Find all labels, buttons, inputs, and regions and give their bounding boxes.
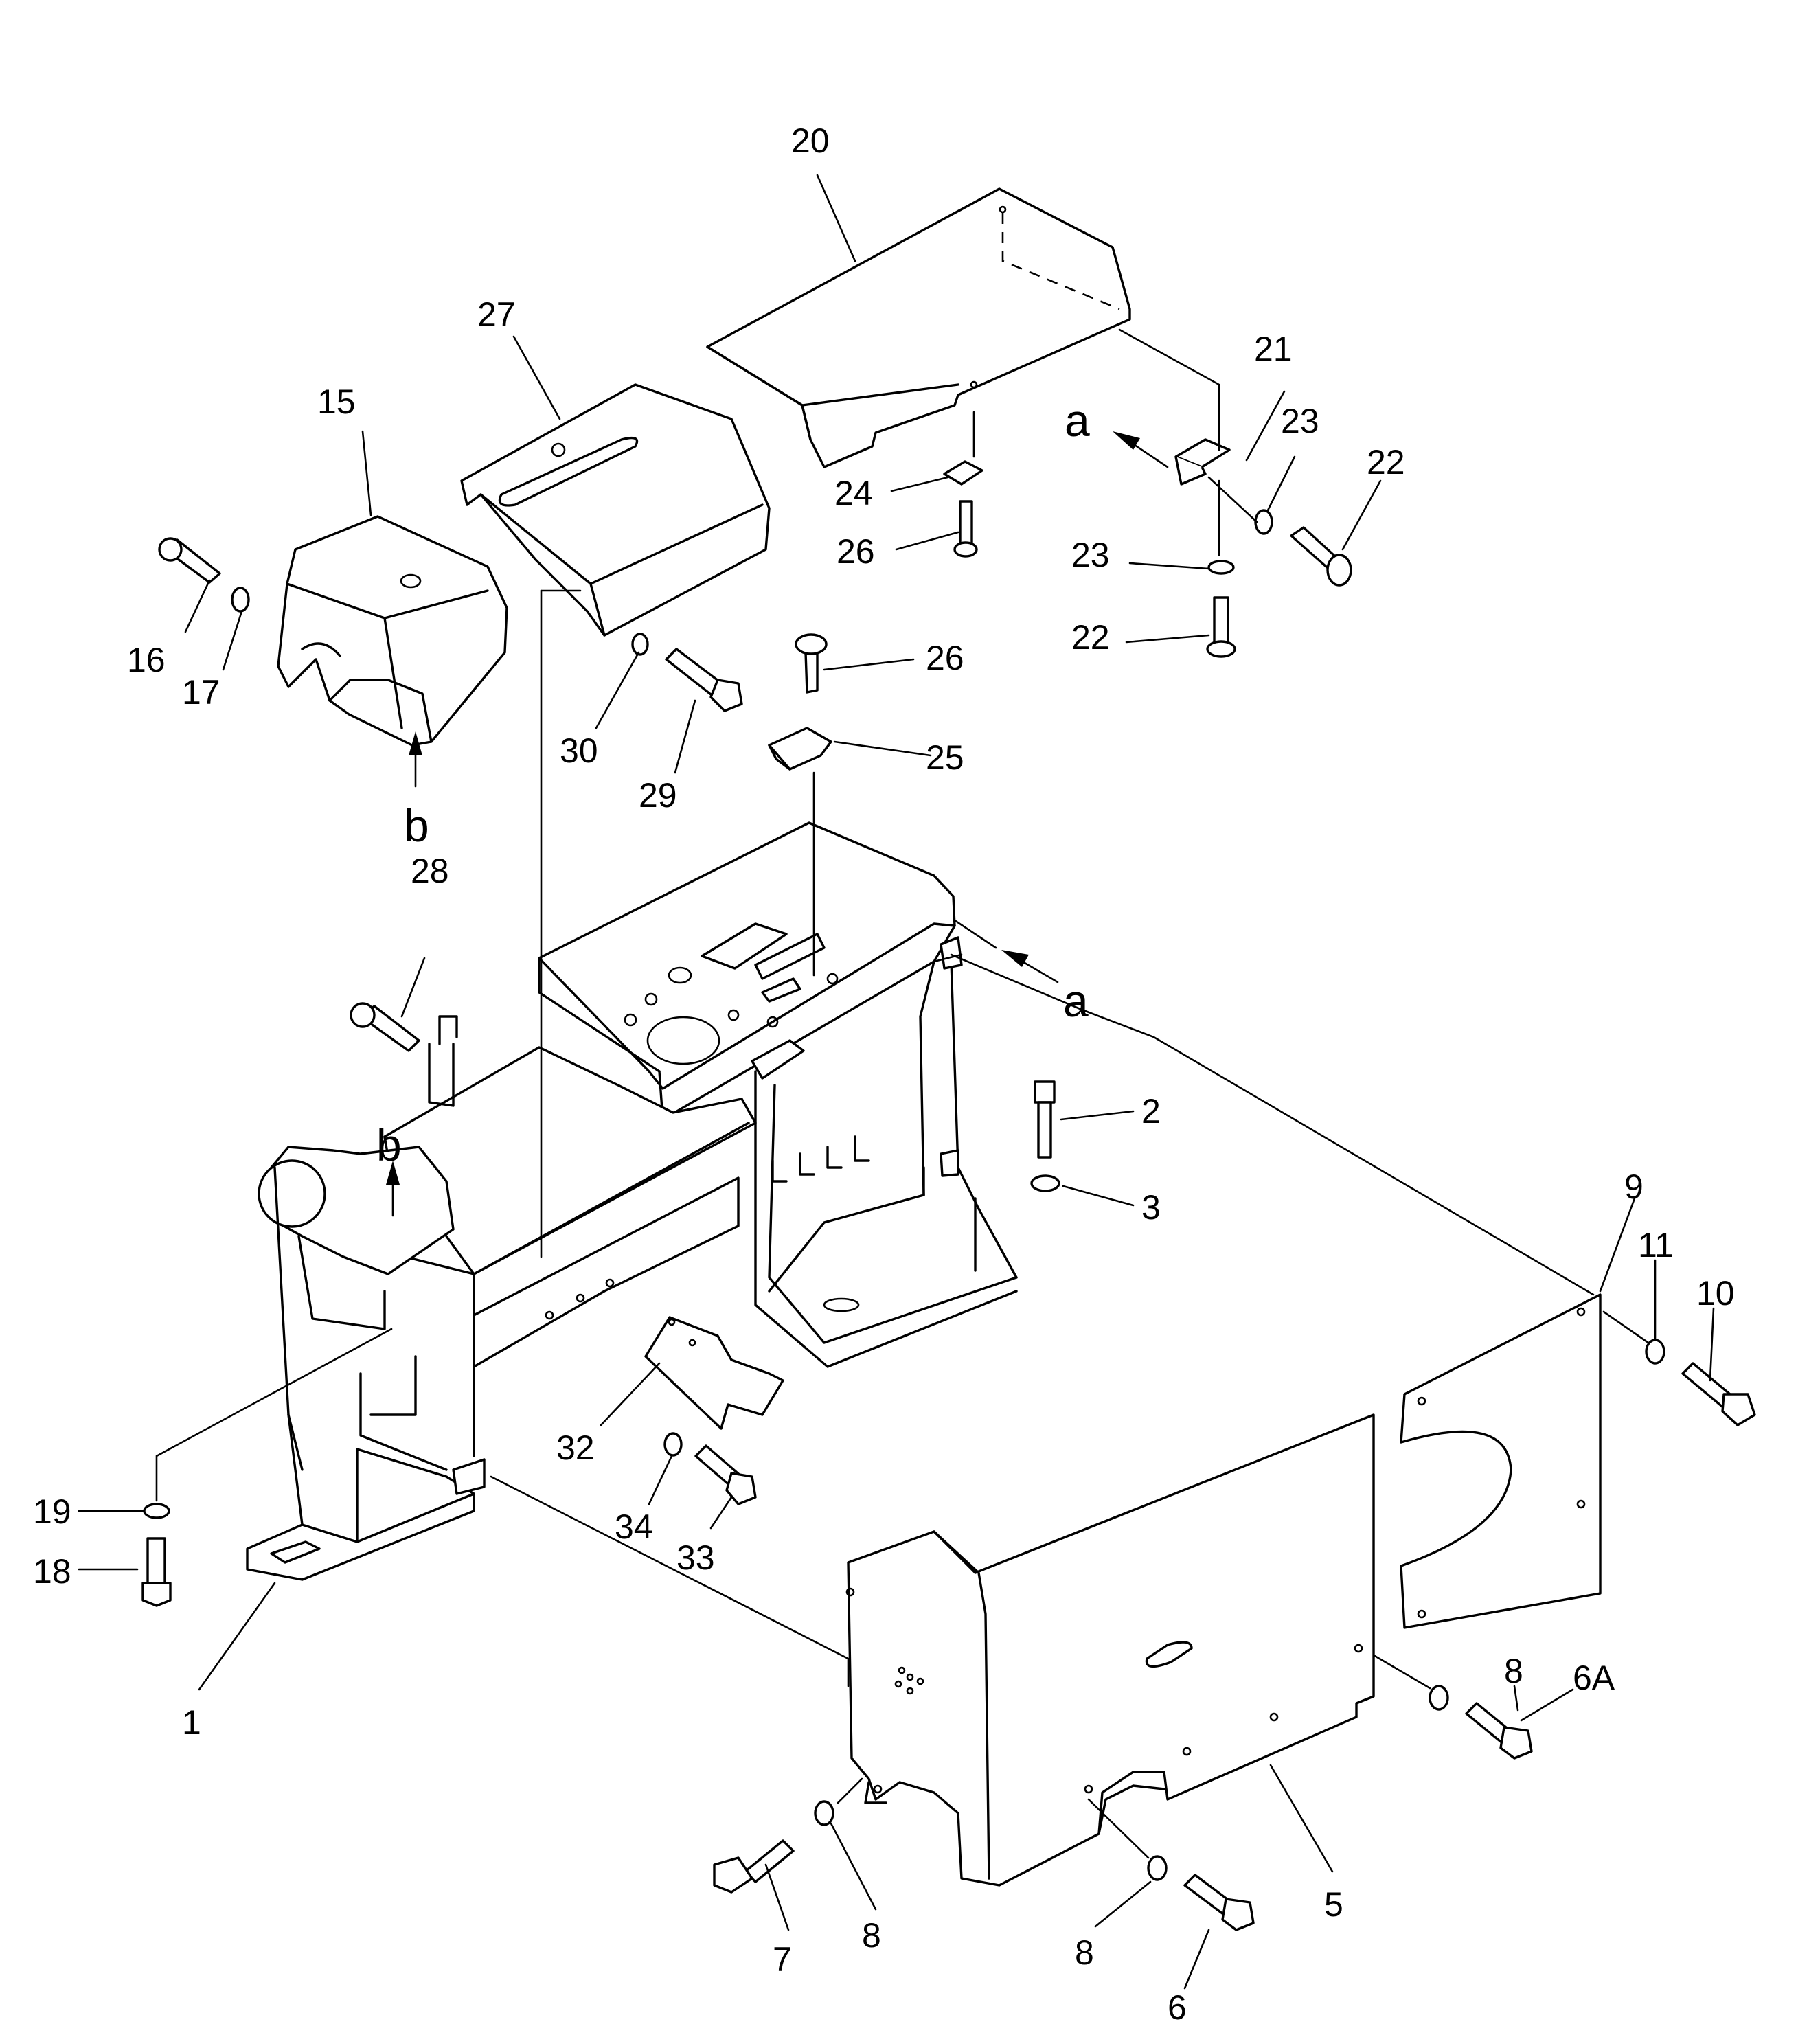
label-1: 1 (182, 1703, 201, 1742)
plate-part-24 (943, 460, 983, 486)
label-32: 32 (556, 1429, 595, 1467)
label-23-right: 23 (1281, 402, 1319, 440)
label-9: 9 (1624, 1168, 1643, 1206)
label-22-right: 22 (1367, 443, 1405, 481)
cover-part-27 (460, 383, 771, 637)
frame-part-1 (246, 821, 1018, 1581)
label-17: 17 (182, 673, 220, 712)
view-mark-b-frame: b (376, 1119, 402, 1170)
part-labels: 20 27 15 16 17 28 21 23 22 23 22 24 26 2… (33, 122, 1735, 2024)
label-10: 10 (1696, 1274, 1735, 1312)
label-29: 29 (639, 776, 677, 815)
bracket-part-25 (768, 727, 832, 771)
label-19: 19 (33, 1492, 71, 1531)
view-mark-b-cover: b (404, 800, 429, 851)
label-8-left: 8 (862, 1916, 881, 1955)
label-22-lower: 22 (1071, 618, 1110, 657)
label-15: 15 (317, 383, 356, 421)
label-27: 27 (477, 295, 516, 334)
view-mark-a-top: a (1065, 395, 1090, 446)
label-2: 2 (1141, 1092, 1161, 1130)
label-34: 34 (615, 1508, 653, 1546)
cover-part-5 (845, 1413, 1375, 1887)
label-25: 25 (926, 738, 964, 777)
label-6: 6 (1168, 1988, 1187, 2024)
label-8-lower: 8 (1075, 1933, 1094, 1972)
label-7: 7 (773, 1940, 792, 1979)
label-26-lower: 26 (837, 532, 875, 571)
label-21: 21 (1254, 330, 1293, 368)
cover-part-15 (277, 515, 508, 747)
fasteners (141, 500, 1756, 1931)
label-3: 3 (1141, 1188, 1161, 1227)
label-20: 20 (791, 122, 830, 160)
label-30: 30 (560, 731, 598, 770)
hinge-part-21 (1174, 438, 1231, 486)
cover-part-20 (706, 187, 1131, 468)
view-arrows (386, 431, 1169, 1217)
label-11: 11 (1638, 1226, 1674, 1264)
label-24: 24 (834, 474, 873, 512)
label-18: 18 (33, 1552, 71, 1591)
leader-lines (78, 174, 1715, 1990)
label-26-upper: 26 (926, 639, 964, 677)
label-23-lower: 23 (1071, 536, 1110, 574)
cover-part-9 (1400, 1293, 1602, 1629)
label-16: 16 (127, 641, 166, 679)
label-6a: 6A (1573, 1659, 1615, 1697)
assembly-lines (155, 328, 1650, 1859)
view-mark-a-right: a (1063, 975, 1089, 1026)
label-33: 33 (676, 1538, 715, 1577)
view-mark-labels: a a b b (376, 395, 1090, 1170)
label-8-right: 8 (1504, 1652, 1523, 1690)
label-5: 5 (1324, 1885, 1343, 1924)
bracket-part-32 (644, 1316, 784, 1430)
label-28: 28 (411, 852, 449, 890)
